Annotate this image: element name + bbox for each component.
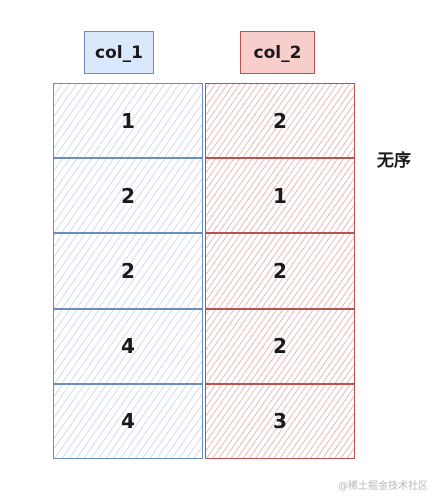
col-1-cell: 2	[53, 158, 203, 234]
col-2-header: col_2	[240, 31, 315, 74]
col-2-column: 2 1 2 2 3	[205, 83, 355, 459]
col-2-cell: 1	[205, 158, 355, 234]
col-1-column: 1 2 2 4 4	[53, 83, 203, 459]
unordered-label: 无序	[377, 151, 411, 171]
col-1-cell: 4	[53, 383, 203, 459]
col-1-header: col_1	[84, 31, 154, 74]
col-2-cell: 3	[205, 383, 355, 459]
watermark: @稀土掘金技术社区	[338, 481, 428, 492]
col-2-cell: 2	[205, 233, 355, 309]
col-1-cell: 2	[53, 233, 203, 309]
col-2-cell: 2	[205, 308, 355, 384]
col-2-cell: 2	[205, 83, 355, 159]
col-1-cell: 4	[53, 308, 203, 384]
col-1-cell: 1	[53, 83, 203, 159]
